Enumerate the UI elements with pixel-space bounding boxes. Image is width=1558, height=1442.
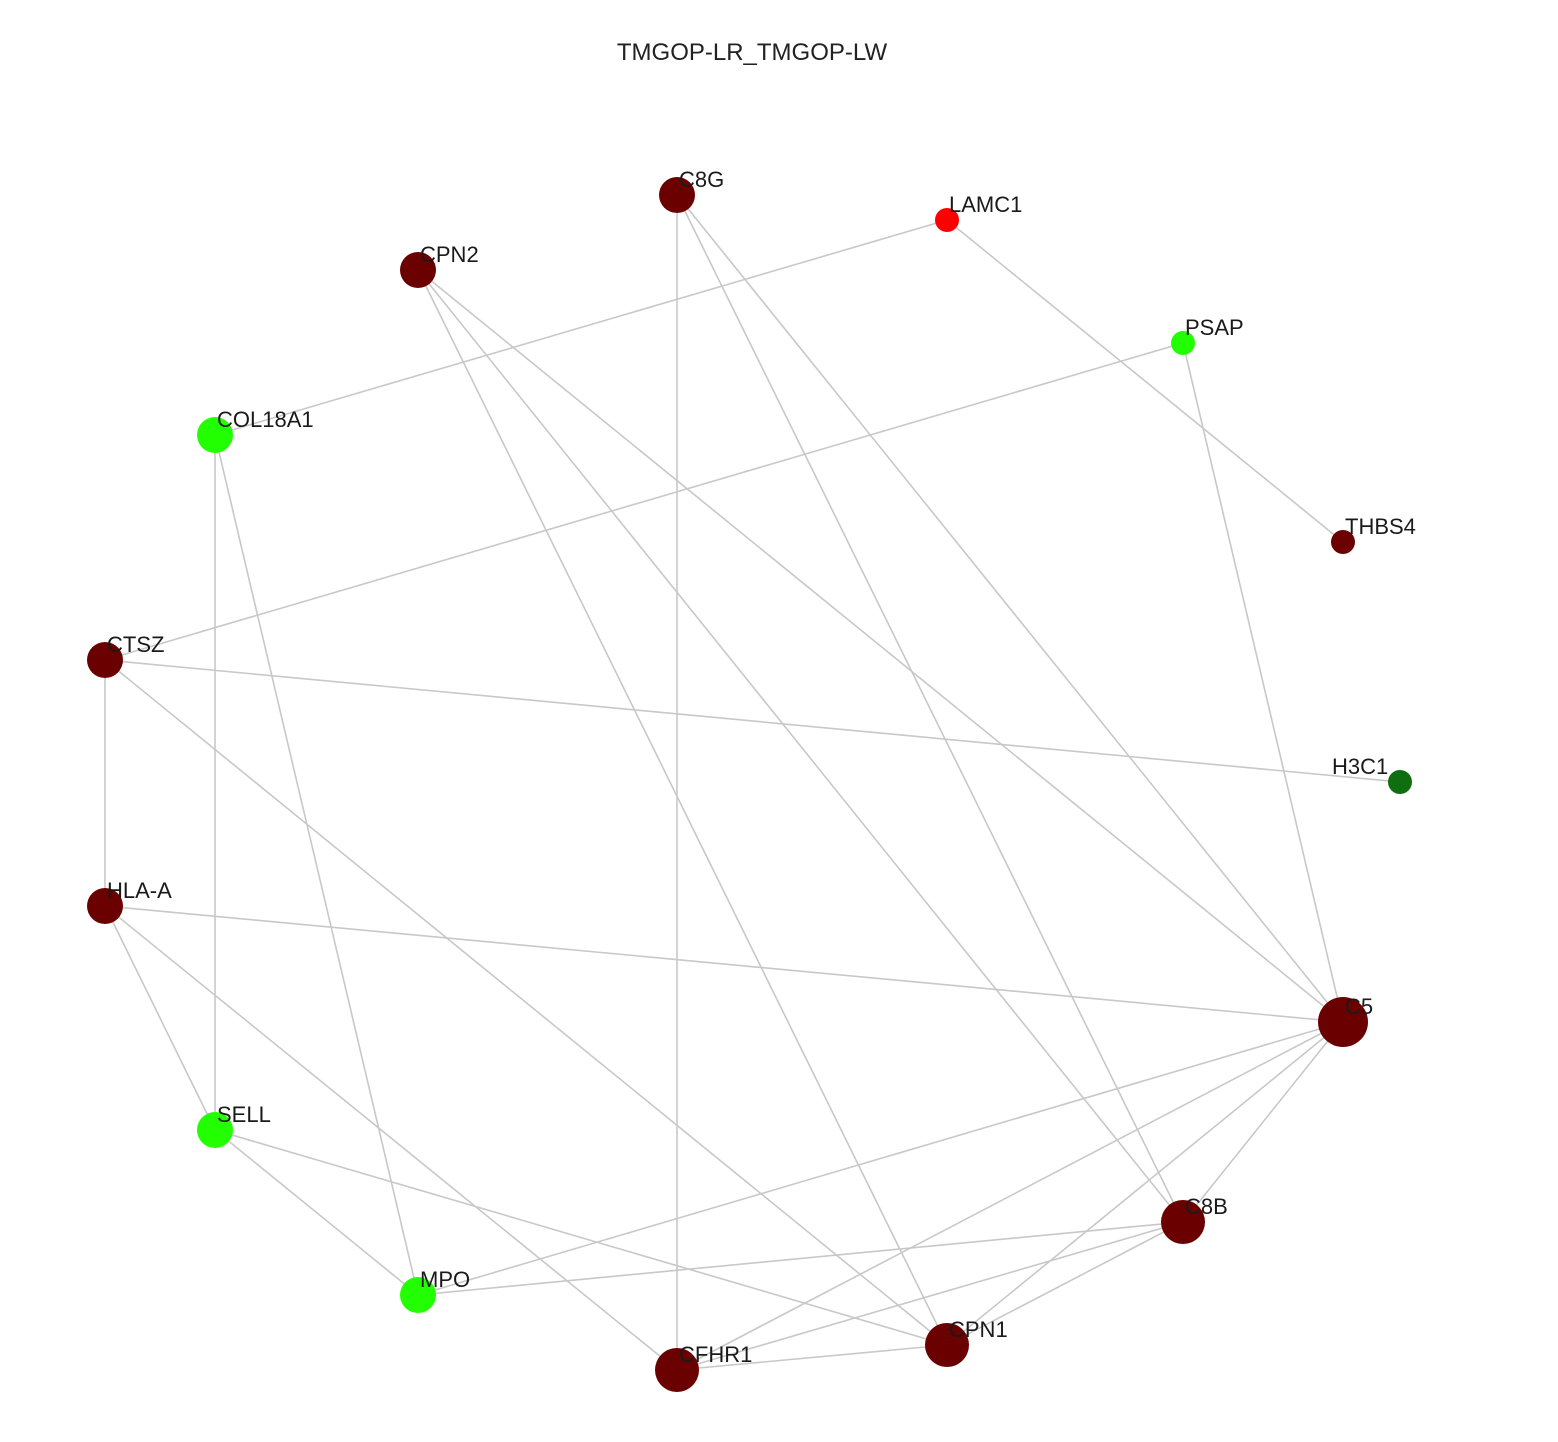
node-circle-c8b — [1161, 1200, 1205, 1244]
node-label-c5: C5 — [1345, 994, 1373, 1019]
node-circle-cpn2 — [400, 252, 436, 288]
edge-cfhr1-c5 — [676, 1021, 1344, 1371]
edge-cpn2-c8b — [417, 269, 1184, 1223]
node-label-ctsz: CTSZ — [107, 632, 164, 657]
edge-hla-a-cfhr1 — [104, 905, 678, 1371]
node-circle-sell — [197, 1112, 233, 1148]
edge-lamc1-col18a1 — [214, 219, 948, 436]
node-hla-a: HLA-A — [87, 878, 172, 924]
edge-layer — [104, 194, 1401, 1371]
edge-ctsz-h3c1 — [104, 659, 1401, 783]
edge-sell-mpo — [214, 1129, 419, 1296]
edge-cpn2-c5 — [417, 269, 1344, 1023]
node-sell: SELL — [197, 1102, 271, 1148]
edge-col18a1-mpo — [214, 434, 419, 1296]
node-h3c1: H3C1 — [1332, 754, 1412, 794]
node-label-mpo: MPO — [420, 1267, 470, 1292]
node-circle-hla-a — [87, 888, 123, 924]
node-circle-psap — [1171, 331, 1195, 355]
diagram-title: TMGOP-LR_TMGOP-LW — [617, 39, 888, 66]
edge-c8g-c5 — [676, 194, 1344, 1023]
edge-cfhr1-c8b — [676, 1221, 1184, 1371]
node-label-cpn1: CPN1 — [949, 1317, 1008, 1342]
node-circle-ctsz — [87, 642, 123, 678]
node-cfhr1: CFHR1 — [655, 1342, 752, 1392]
node-circle-col18a1 — [197, 417, 233, 453]
node-circle-cpn1 — [925, 1323, 969, 1367]
node-label-thbs4: THBS4 — [1345, 514, 1416, 539]
node-label-hla-a: HLA-A — [107, 878, 172, 903]
node-label-sell: SELL — [217, 1102, 271, 1127]
node-label-h3c1: H3C1 — [1332, 754, 1388, 779]
edge-ctsz-cpn1 — [104, 659, 948, 1346]
edge-c8g-c8b — [676, 194, 1184, 1223]
node-circle-h3c1 — [1388, 770, 1412, 794]
node-label-lamc1: LAMC1 — [949, 192, 1022, 217]
edge-hla-a-c5 — [104, 905, 1344, 1023]
node-c8b: C8B — [1161, 1194, 1228, 1244]
edge-mpo-c5 — [417, 1021, 1344, 1296]
edge-cfhr1-cpn1 — [676, 1344, 948, 1371]
node-label-cpn2: CPN2 — [420, 242, 479, 267]
edge-mpo-c8b — [417, 1221, 1184, 1296]
node-circle-thbs4 — [1331, 530, 1355, 554]
node-c5: C5 — [1318, 994, 1373, 1047]
edge-cpn1-c5 — [946, 1021, 1344, 1346]
node-mpo: MPO — [400, 1267, 470, 1313]
node-lamc1: LAMC1 — [935, 192, 1022, 232]
node-label-col18a1: COL18A1 — [217, 407, 314, 432]
edge-lamc1-thbs4 — [946, 219, 1344, 543]
node-cpn1: CPN1 — [925, 1317, 1008, 1367]
edge-cpn2-cpn1 — [417, 269, 948, 1346]
edge-psap-c5 — [1182, 342, 1344, 1023]
node-label-psap: PSAP — [1185, 315, 1244, 340]
edge-psap-ctsz — [104, 342, 1184, 661]
node-circle-c8g — [659, 177, 695, 213]
node-thbs4: THBS4 — [1331, 514, 1416, 554]
node-label-cfhr1: CFHR1 — [679, 1342, 752, 1367]
node-cpn2: CPN2 — [400, 242, 479, 288]
node-circle-lamc1 — [935, 208, 959, 232]
node-circle-cfhr1 — [655, 1348, 699, 1392]
node-psap: PSAP — [1171, 315, 1244, 355]
edge-cpn1-c8b — [946, 1221, 1184, 1346]
edge-sell-cpn1 — [214, 1129, 948, 1346]
node-circle-mpo — [400, 1277, 436, 1313]
node-ctsz: CTSZ — [87, 632, 164, 678]
edge-c8b-c5 — [1182, 1021, 1344, 1223]
node-col18a1: COL18A1 — [197, 407, 314, 453]
node-circle-c5 — [1318, 997, 1368, 1047]
node-label-c8b: C8B — [1185, 1194, 1228, 1219]
node-c8g: C8G — [659, 167, 724, 213]
edge-hla-a-sell — [104, 905, 216, 1131]
node-label-c8g: C8G — [679, 167, 724, 192]
